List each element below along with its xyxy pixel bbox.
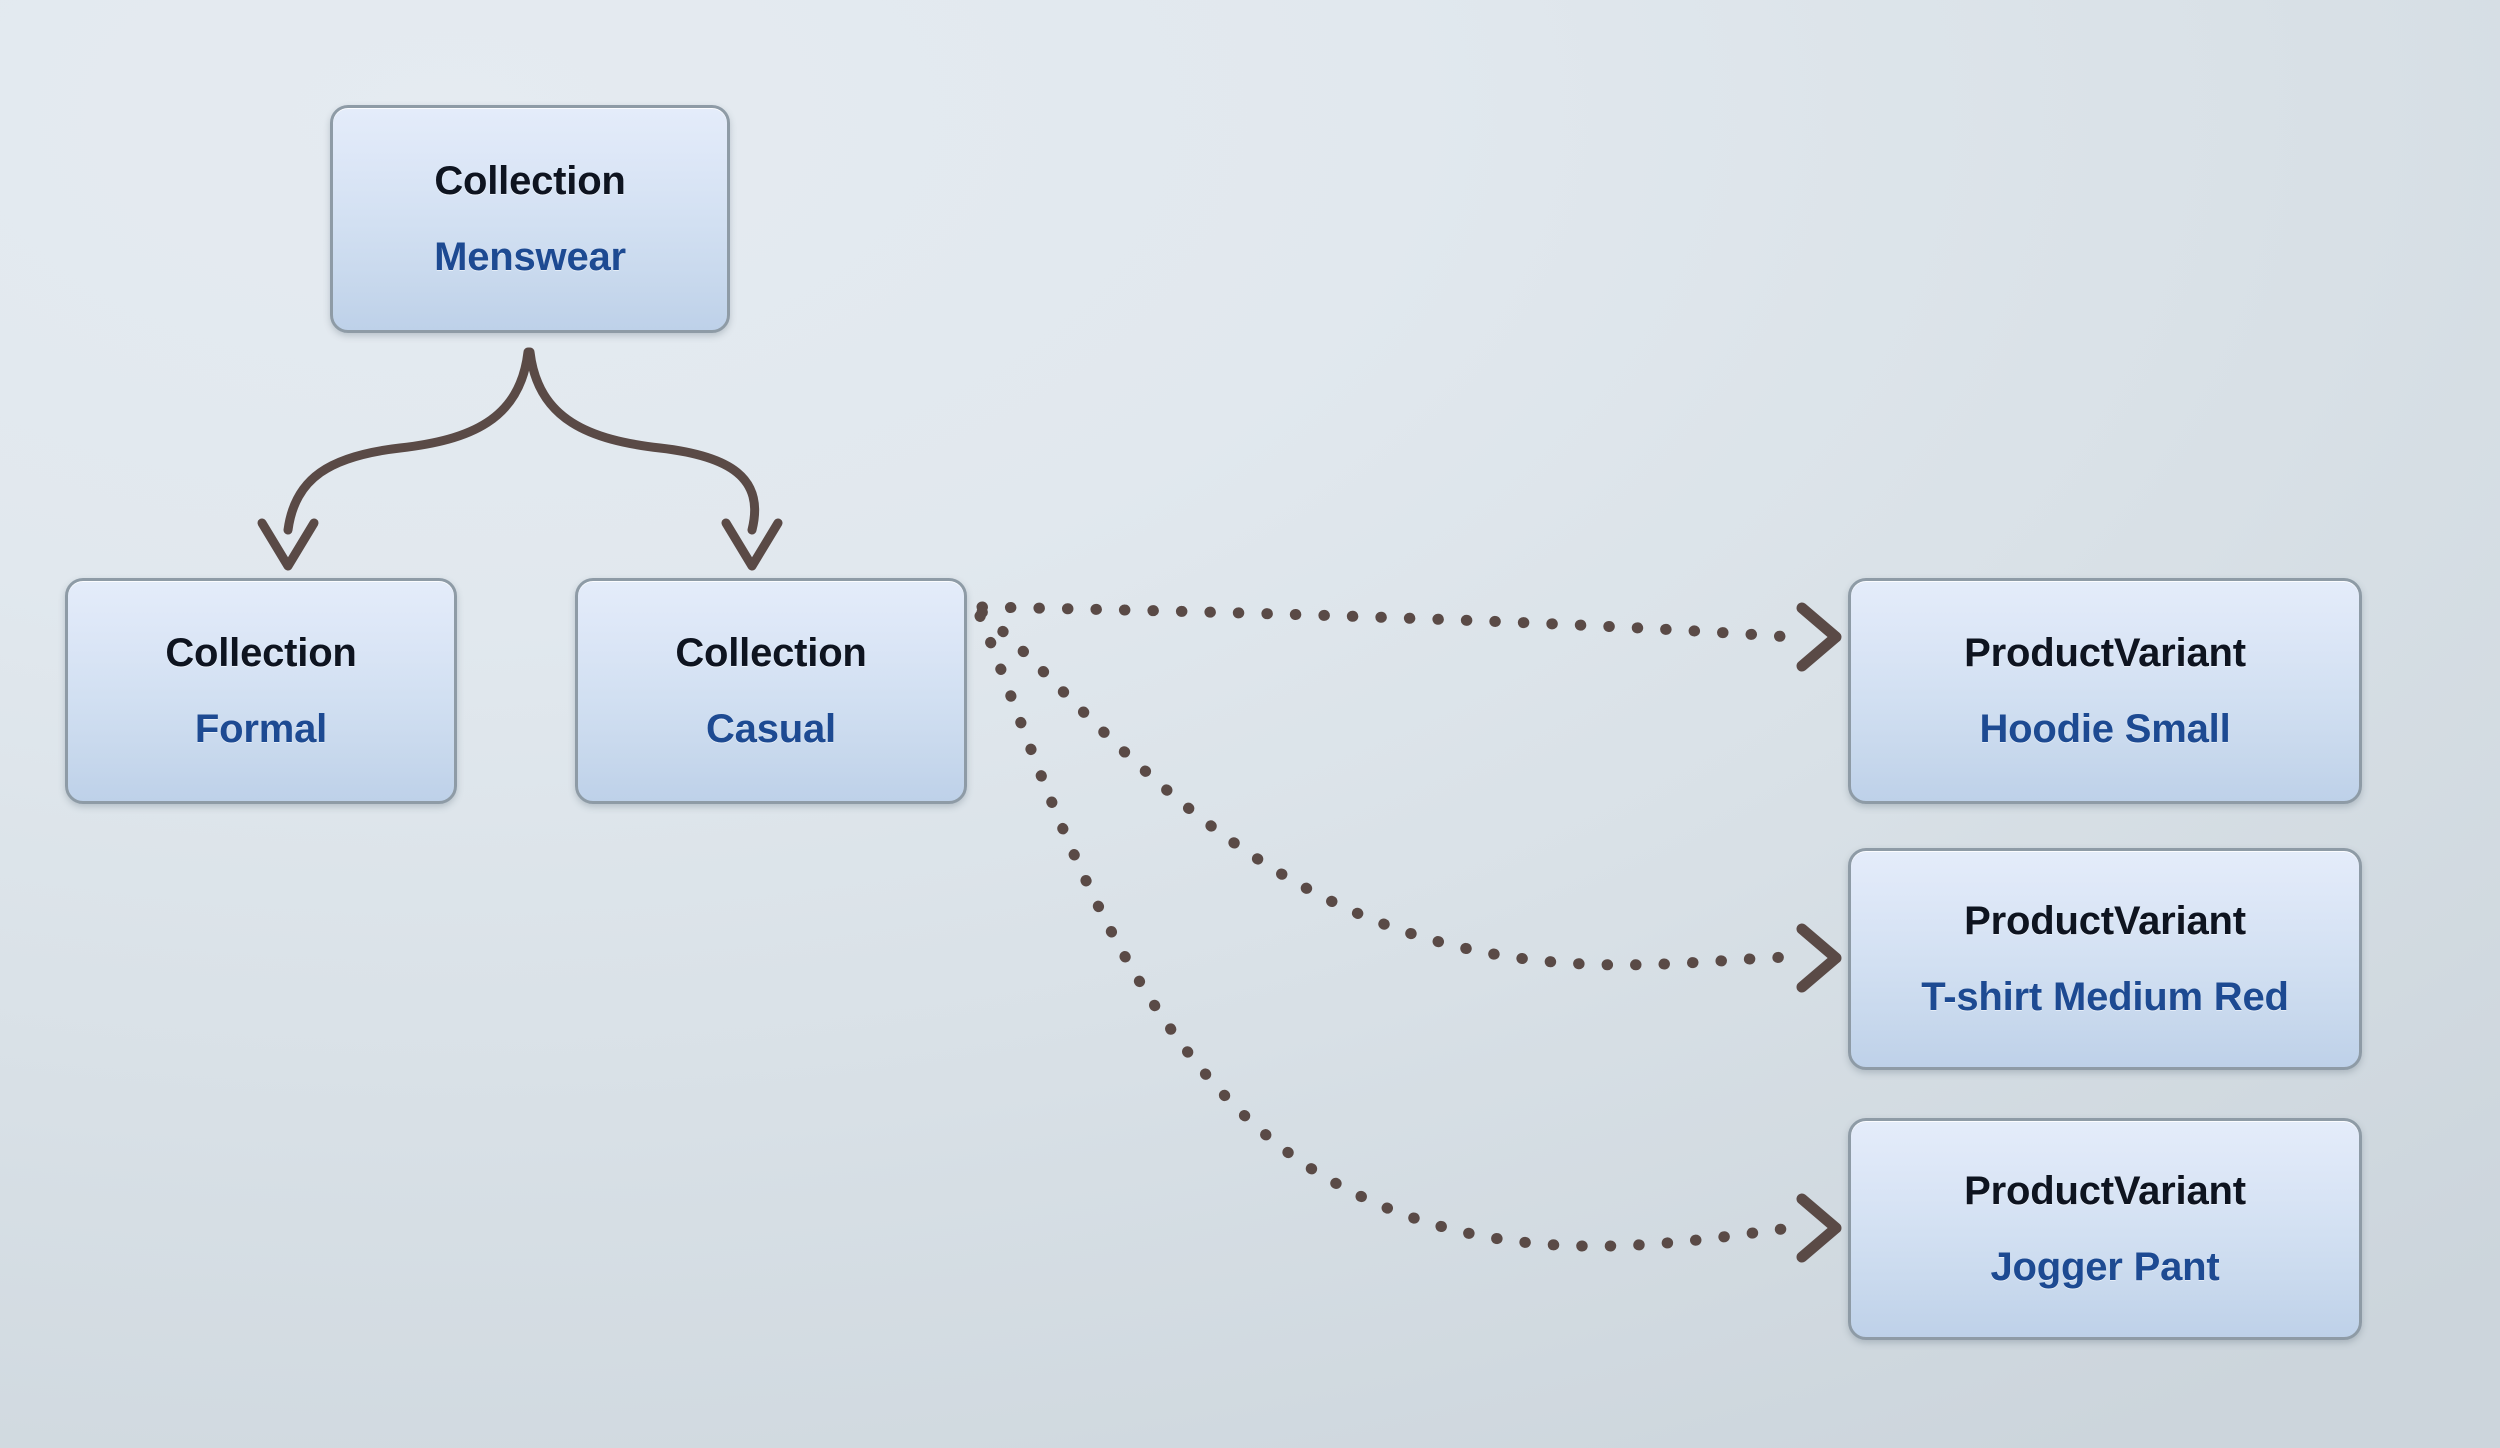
arrowhead-icon: [257, 518, 319, 571]
edge-casual-to-tshirt: [976, 606, 1842, 993]
arrowhead-icon: [1796, 923, 1842, 993]
edge-menswear-to-formal: [257, 347, 533, 571]
node-value-label: Jogger Pant: [1990, 1245, 2220, 1289]
node-productvariant-jogger-pant[interactable]: ProductVariant Jogger Pant: [1848, 1118, 2362, 1340]
node-type-label: ProductVariant: [1964, 899, 2246, 943]
node-value-label: Formal: [194, 707, 328, 751]
node-type-label: ProductVariant: [1964, 1169, 2246, 1213]
node-type-label: ProductVariant: [1964, 631, 2246, 675]
node-value-label: T-shirt Medium Red: [1921, 975, 2289, 1019]
arrowhead-icon: [1796, 602, 1842, 672]
node-collection-casual[interactable]: Collection Casual: [575, 578, 967, 804]
node-type-label: Collection: [675, 631, 867, 675]
node-value-label: Menswear: [434, 235, 626, 279]
edge-menswear-to-casual: [525, 347, 783, 571]
edge-casual-to-jogger: [974, 610, 1842, 1263]
edge-casual-to-hoodie: [976, 601, 1842, 672]
arrowhead-icon: [1796, 1193, 1842, 1263]
arrowhead-icon: [721, 518, 783, 571]
node-collection-formal[interactable]: Collection Formal: [65, 578, 457, 804]
node-value-label: Casual: [706, 707, 836, 751]
node-collection-menswear[interactable]: Collection Menswear: [330, 105, 730, 333]
node-type-label: Collection: [165, 631, 357, 675]
node-value-label: Hoodie Small: [1979, 707, 2231, 751]
node-productvariant-hoodie-small[interactable]: ProductVariant Hoodie Small: [1848, 578, 2362, 804]
node-type-label: Collection: [434, 159, 626, 203]
node-productvariant-tshirt-medium-red[interactable]: ProductVariant T-shirt Medium Red: [1848, 848, 2362, 1070]
